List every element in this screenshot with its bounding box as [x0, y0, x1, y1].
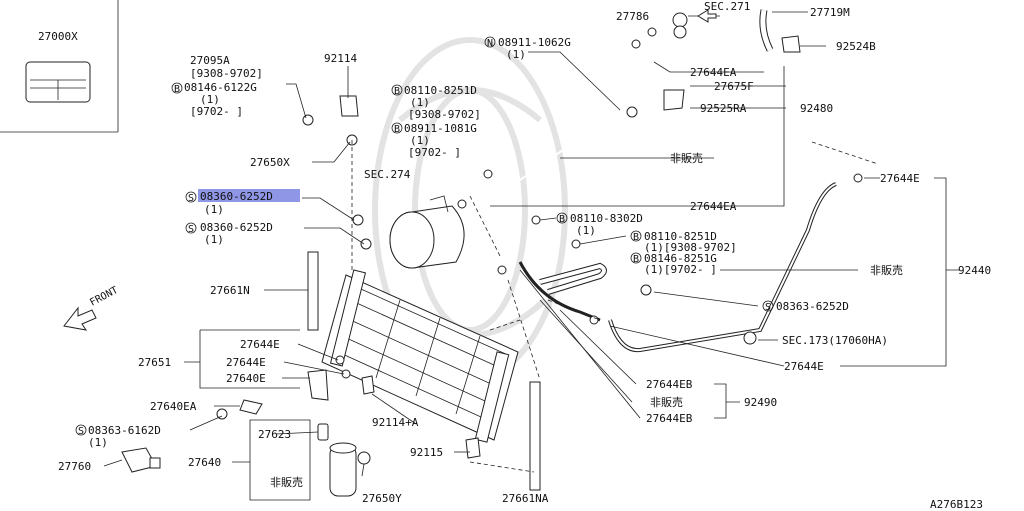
clip-sec173 — [743, 331, 757, 345]
compressor — [389, 195, 465, 269]
label-08110-8302D-qty: (1) — [576, 224, 596, 237]
label-08146-8251G-range: (1)[9702- ] — [644, 263, 717, 276]
label-08360-6252D-qty: (1) — [204, 233, 224, 246]
label-27644EA-a: 27644EA — [690, 66, 737, 79]
front-arrow: FRONT — [63, 285, 120, 331]
svg-text:B: B — [174, 84, 180, 95]
label-27640: 27640 — [188, 456, 221, 469]
label-27651: 27651 — [138, 356, 171, 369]
label-08110-8251D-b: 08110-8251D — [644, 230, 717, 243]
label-27644EB-a: 27644EB — [646, 378, 693, 391]
label-27095A-range: [9308-9702] — [190, 67, 263, 80]
diagram-ref-code: A276B123 — [930, 498, 983, 511]
label-08110-8302D: 08110-8302D — [570, 212, 643, 225]
label-sec173: SEC.173(17060HA) — [782, 334, 888, 347]
selected-part-highlight — [198, 189, 300, 202]
label-92525RA: 92525RA — [700, 102, 747, 115]
label-27719M: 27719M — [810, 6, 850, 19]
label-92114: 92114 — [324, 52, 357, 65]
sec271-arrow-icon — [697, 9, 717, 23]
label-08911-1081G: 08911-1081G — [404, 122, 477, 135]
inset-box: 27000X — [0, 0, 119, 133]
inset-label: 27000X — [38, 30, 78, 43]
label-27644EB-b: 27644EB — [646, 412, 693, 425]
label-27760: 27760 — [58, 460, 91, 473]
label-08146-6122G-range: [9702- ] — [190, 105, 243, 118]
label-27644E-a: 27644E — [240, 338, 280, 351]
label-nonsale-3: 非販売 — [870, 264, 903, 277]
fitting-27786 — [672, 12, 688, 28]
label-08360-6252D: 08360-6252D — [200, 221, 273, 234]
label-08360-6252D-selected-qty: (1) — [204, 203, 224, 216]
label-nonsale-2: 非販売 — [670, 152, 703, 165]
seal-27661NA — [529, 381, 541, 491]
label-08363-6162D-qty: (1) — [88, 436, 108, 449]
condenser-tank-right — [474, 351, 510, 443]
label-27661NA: 27661NA — [502, 492, 549, 505]
label-27675F: 27675F — [714, 80, 754, 93]
label-27644E-b: 27644E — [226, 356, 266, 369]
condenser-tank-left — [329, 269, 367, 367]
front-label: FRONT — [88, 285, 120, 309]
condenser — [321, 269, 519, 443]
label-08110-8251D-b-range: (1)[9308-9702] — [644, 241, 737, 254]
svg-text:N: N — [487, 38, 493, 49]
circled-prefixes: B B B S S S N B B B S — [75, 36, 774, 437]
label-08146-8251G: 08146-8251G — [644, 252, 717, 265]
leader-lines — [103, 11, 960, 501]
label-27644E-c: 27644E — [880, 172, 920, 185]
label-92490: 92490 — [744, 396, 777, 409]
svg-text:B: B — [633, 254, 639, 265]
clip-92524B — [781, 35, 801, 53]
svg-text:B: B — [394, 124, 400, 135]
receiver-drier — [317, 423, 357, 497]
label-08146-6122G-qty: (1) — [200, 93, 220, 106]
label-08911-1062G-qty: (1) — [506, 48, 526, 61]
sensor-27623 — [317, 423, 329, 441]
svg-text:B: B — [559, 214, 565, 225]
label-08363-6162D: 08363-6162D — [88, 424, 161, 437]
label-92480: 92480 — [800, 102, 833, 115]
label-08110-8251D-qty: (1) — [410, 96, 430, 109]
label-sec274: SEC.274 — [364, 168, 411, 181]
pressure-switch — [121, 447, 161, 473]
label-08911-1081G-qty: (1) — [410, 134, 430, 147]
bracket-92525RA — [663, 89, 685, 111]
svg-text:B: B — [394, 86, 400, 97]
label-27644EA-b: 27644EA — [690, 200, 737, 213]
part-labels: 27095A [9308-9702] 08146-6122G (1) [9702… — [58, 0, 991, 511]
label-08911-1062G: 08911-1062G — [498, 36, 571, 49]
label-nonsale-4: 非販売 — [650, 396, 683, 409]
label-92524B: 92524B — [836, 40, 876, 53]
svg-text:B: B — [633, 232, 639, 243]
seal-27661N — [307, 251, 319, 331]
label-27095A: 27095A — [190, 54, 230, 67]
label-27623: 27623 — [258, 428, 291, 441]
label-sec271: SEC.271 — [704, 0, 750, 13]
label-08110-8251D: 08110-8251D — [404, 84, 477, 97]
label-08146-6122G: 08146-6122G — [184, 81, 257, 94]
label-27640E: 27640E — [226, 372, 266, 385]
label-08911-1081G-range: [9702- ] — [408, 146, 461, 159]
svg-text:S: S — [188, 224, 194, 235]
label-27650Y: 27650Y — [362, 492, 402, 505]
svg-text:S: S — [188, 193, 194, 204]
label-08110-8251D-range: [9308-9702] — [408, 108, 481, 121]
label-27644E-d: 27644E — [784, 360, 824, 373]
label-08363-6252D: 08363-6252D — [776, 300, 849, 313]
label-92114A: 92114+A — [372, 416, 419, 429]
svg-text:S: S — [765, 302, 771, 313]
label-27786: 27786 — [616, 10, 649, 23]
svg-text:S: S — [78, 426, 84, 437]
label-27640EA: 27640EA — [150, 400, 197, 413]
label-92115: 92115 — [410, 446, 443, 459]
label-27661N: 27661N — [210, 284, 250, 297]
label-27650X: 27650X — [250, 156, 290, 169]
label-92440: 92440 — [958, 264, 991, 277]
hardware — [216, 27, 863, 465]
label-08360-6252D-selected: 08360-6252D — [200, 190, 273, 203]
label-nonsale-1: 非販売 — [270, 476, 303, 489]
